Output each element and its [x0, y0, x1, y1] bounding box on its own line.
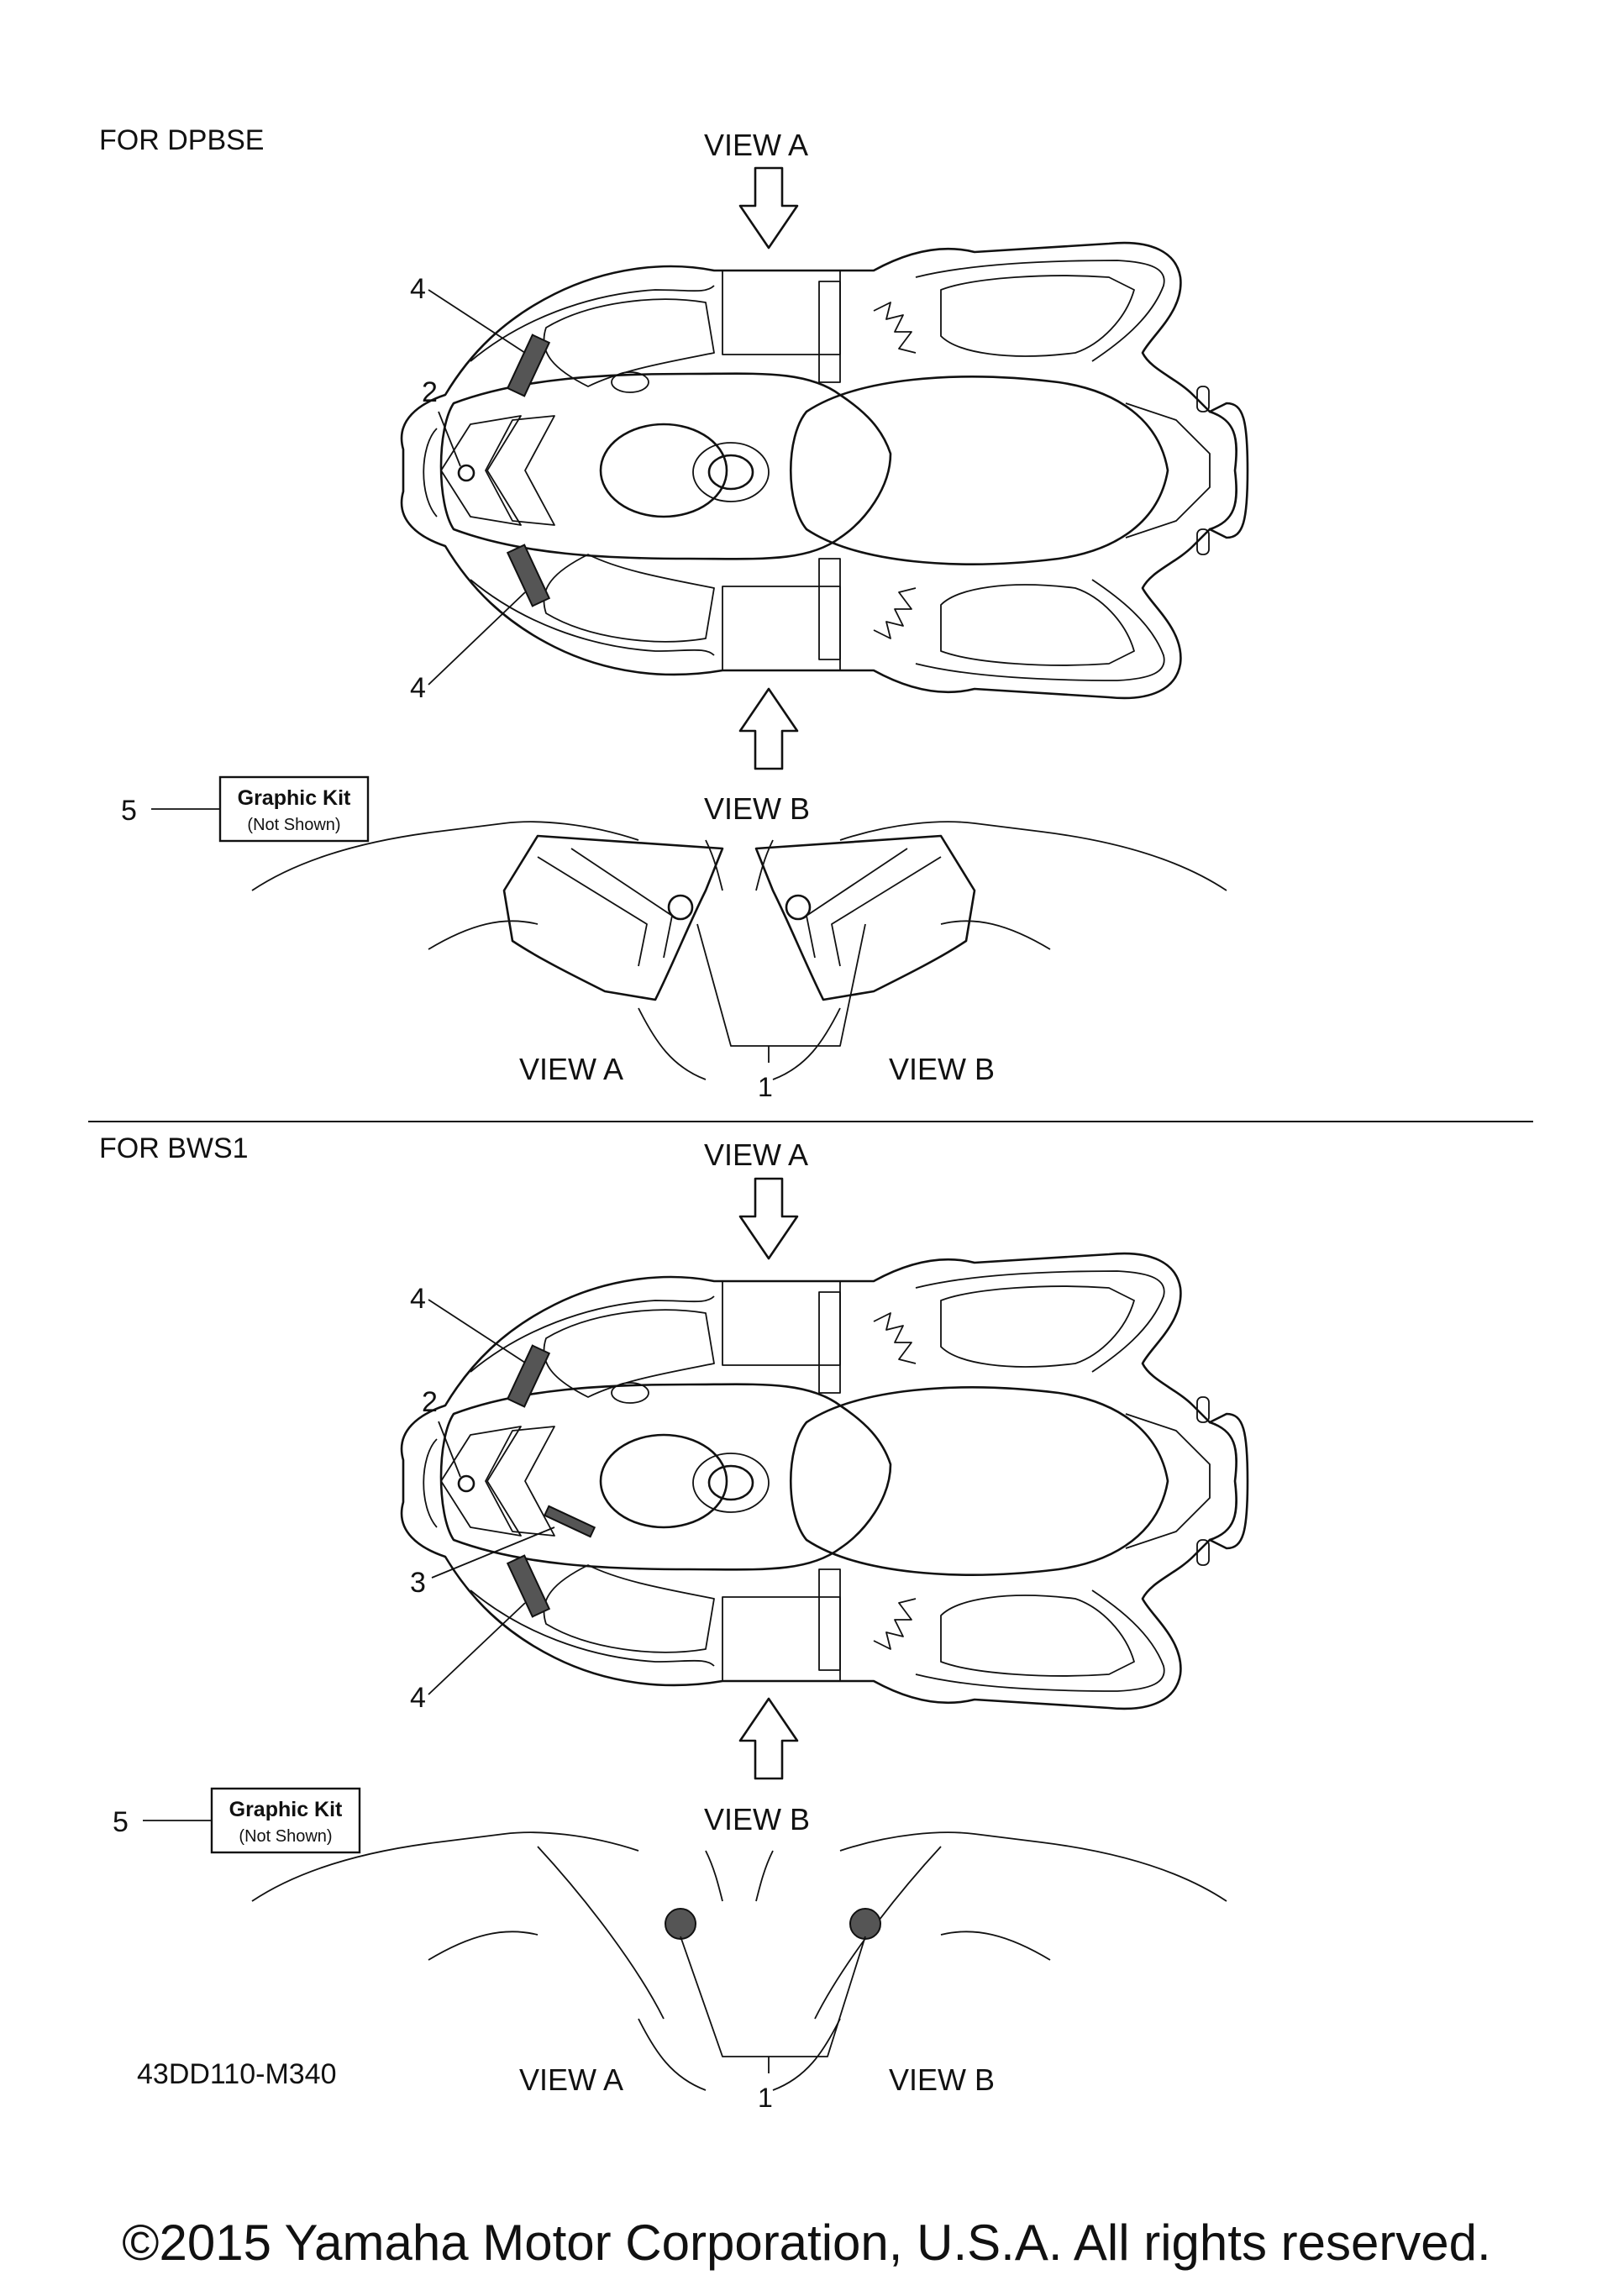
- view-b-arrow-label: VIEW B: [704, 791, 810, 826]
- leader-line: [431, 1526, 555, 1579]
- bottom-view-b-label: VIEW B: [889, 1052, 995, 1086]
- callout-5: 5: [121, 795, 137, 827]
- section-heading: FOR BWS1: [99, 1132, 249, 1164]
- drawing-code: 43DD110-M340: [137, 2058, 337, 2090]
- callout-4: 4: [410, 672, 426, 704]
- view-a-arrow-icon: [738, 1177, 799, 1260]
- callout-2: 2: [422, 376, 438, 408]
- rear-view-drawing: [251, 1831, 1227, 2091]
- decal-3-marker: [543, 1505, 596, 1538]
- leader-line: [428, 289, 526, 354]
- callout-4: 4: [410, 1682, 426, 1714]
- view-a-arrow-label: VIEW A: [704, 1137, 808, 1172]
- bottom-view-a-label: VIEW A: [519, 2062, 623, 2097]
- section-bws1: FOR BWS1 VIEW A 4 2 3 4 VIEW B 5 Graphic…: [99, 1132, 1249, 2113]
- view-a-arrow-icon: [738, 166, 799, 250]
- graphic-kit-note: (Not Shown): [239, 1827, 332, 1846]
- bottom-view-a-label: VIEW A: [519, 1052, 623, 1086]
- graphic-kit-box: [218, 775, 370, 843]
- yamaha-emblem-icon: [665, 1908, 696, 1940]
- callout-5: 5: [113, 1806, 129, 1838]
- callout-1: 1: [758, 1072, 773, 1102]
- view-a-arrow-label: VIEW A: [704, 128, 808, 162]
- graphic-kit-note: (Not Shown): [247, 816, 340, 834]
- bottom-view-b-label: VIEW B: [889, 2062, 995, 2097]
- graphic-kit-box: [210, 1787, 361, 1854]
- leader-line: [438, 1421, 461, 1478]
- rear-view-drawing: [250, 820, 1228, 1081]
- callout-2: 2: [422, 1386, 438, 1418]
- atv-top-view-drawing: [400, 1252, 1249, 1710]
- view-b-arrow-icon: [738, 1697, 799, 1780]
- callout-3: 3: [410, 1567, 426, 1599]
- graphic-kit-label: Graphic Kit: [238, 786, 351, 810]
- callout-4: 4: [410, 1283, 426, 1315]
- section-dpbse: FOR DPBSE VIEW A 4 2 4 VIEW B 5 Graphic …: [99, 124, 1249, 1102]
- leader-line: [428, 591, 526, 686]
- leader-line: [428, 1299, 526, 1363]
- leader-line: [680, 1936, 866, 2057]
- leader-line: [428, 1602, 526, 1695]
- leader-line: [696, 923, 866, 1047]
- section-heading: FOR DPBSE: [99, 124, 264, 156]
- callout-4: 4: [410, 273, 426, 305]
- yamaha-emblem-icon: [849, 1908, 881, 1940]
- view-b-arrow-icon: [738, 687, 799, 770]
- view-b-arrow-label: VIEW B: [704, 1802, 810, 1836]
- graphic-kit-label: Graphic Kit: [229, 1798, 343, 1821]
- atv-top-view-drawing: [400, 241, 1249, 700]
- leader-line: [438, 411, 461, 467]
- copyright-footer: ©2015 Yamaha Motor Corporation, U.S.A. A…: [122, 2215, 1490, 2271]
- callout-1: 1: [758, 2083, 773, 2113]
